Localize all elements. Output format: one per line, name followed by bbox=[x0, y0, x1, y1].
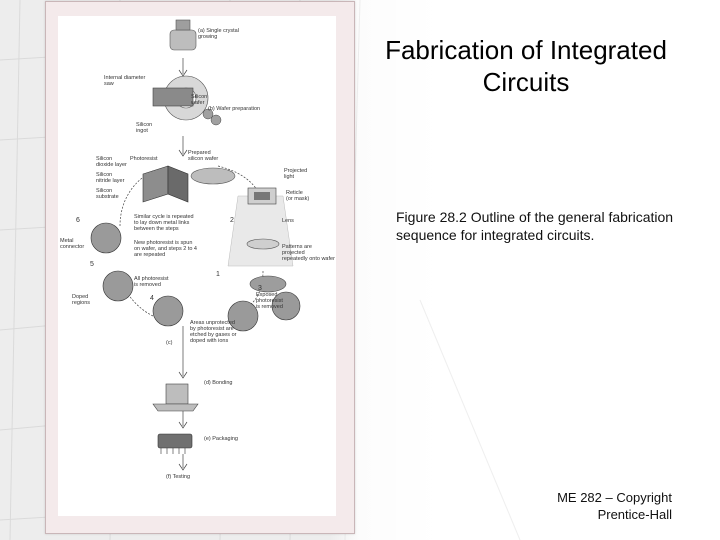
ingot-saw-icon bbox=[152, 75, 222, 126]
label-step-1: 1 bbox=[216, 271, 220, 278]
label-prepared-wafer: Prepared silicon wafer bbox=[188, 150, 219, 162]
label-ingot: Silicon ingot bbox=[136, 122, 153, 134]
label-photoresist: Photoresist bbox=[130, 156, 158, 162]
label-step-2: 2 bbox=[230, 217, 234, 224]
label-bonding: (d) Bonding bbox=[204, 380, 233, 386]
wafer-layers-icon bbox=[142, 165, 236, 203]
projector-icon bbox=[227, 187, 294, 293]
label-c: (c) bbox=[166, 340, 173, 346]
label-metal-connector: Metal connector bbox=[60, 238, 85, 250]
label-packaging: (e) Packaging bbox=[204, 436, 238, 442]
bonding-icon bbox=[152, 383, 199, 412]
label-patterns: Patterns are projected repeatedly onto w… bbox=[282, 244, 335, 262]
copyright-footer: ME 282 – Copyright Prentice-Hall bbox=[557, 490, 672, 522]
label-projected-light: Projected light bbox=[284, 168, 308, 180]
figure-panel: (a) Single crystal growing Internal diam… bbox=[58, 16, 336, 516]
label-step-5: 5 bbox=[90, 261, 94, 268]
label-exposed: Exposed photoresist is removed bbox=[256, 292, 283, 310]
label-dioxide: Silicon dioxide layer bbox=[96, 156, 127, 168]
package-icon bbox=[157, 433, 193, 454]
label-areas-unprotected: Areas unprotected by photoresist are etc… bbox=[190, 320, 237, 344]
label-step-3: 3 bbox=[258, 285, 262, 292]
label-nitride: Silicon nitride layer bbox=[96, 172, 125, 184]
label-similar-cycle: Similar cycle is repeated to lay down me… bbox=[134, 214, 194, 232]
label-all-removed: All photoresist is removed bbox=[134, 276, 169, 288]
label-saw: Internal diameter saw bbox=[104, 75, 146, 87]
label-testing: (f) Testing bbox=[166, 474, 191, 480]
label-wafer: Silicon wafer bbox=[191, 94, 208, 106]
label-doped-regions: Doped regions bbox=[72, 294, 91, 306]
fabrication-diagram bbox=[90, 19, 301, 471]
label-reticle: Reticle (or mask) bbox=[286, 190, 310, 202]
label-step-4: 4 bbox=[150, 295, 154, 302]
label-lens: Lens bbox=[282, 218, 294, 224]
label-substrate: Silicon substrate bbox=[96, 188, 119, 200]
figure-caption: Figure 28.2 Outline of the general fabri… bbox=[396, 209, 674, 243]
label-single-crystal: (a) Single crystal growing bbox=[198, 28, 239, 40]
label-wafer-prep: (b) Wafer preparation bbox=[208, 106, 261, 112]
label-new-photoresist: New photoresist is spun on wafer, and st… bbox=[134, 240, 197, 258]
slide-title: Fabrication of Integrated Circuits bbox=[385, 35, 667, 97]
label-step-6: 6 bbox=[76, 217, 80, 224]
crystal-grower-icon bbox=[169, 19, 197, 51]
figure-frame: (a) Single crystal growing Internal diam… bbox=[45, 1, 355, 534]
chip-step-icons bbox=[90, 222, 301, 332]
